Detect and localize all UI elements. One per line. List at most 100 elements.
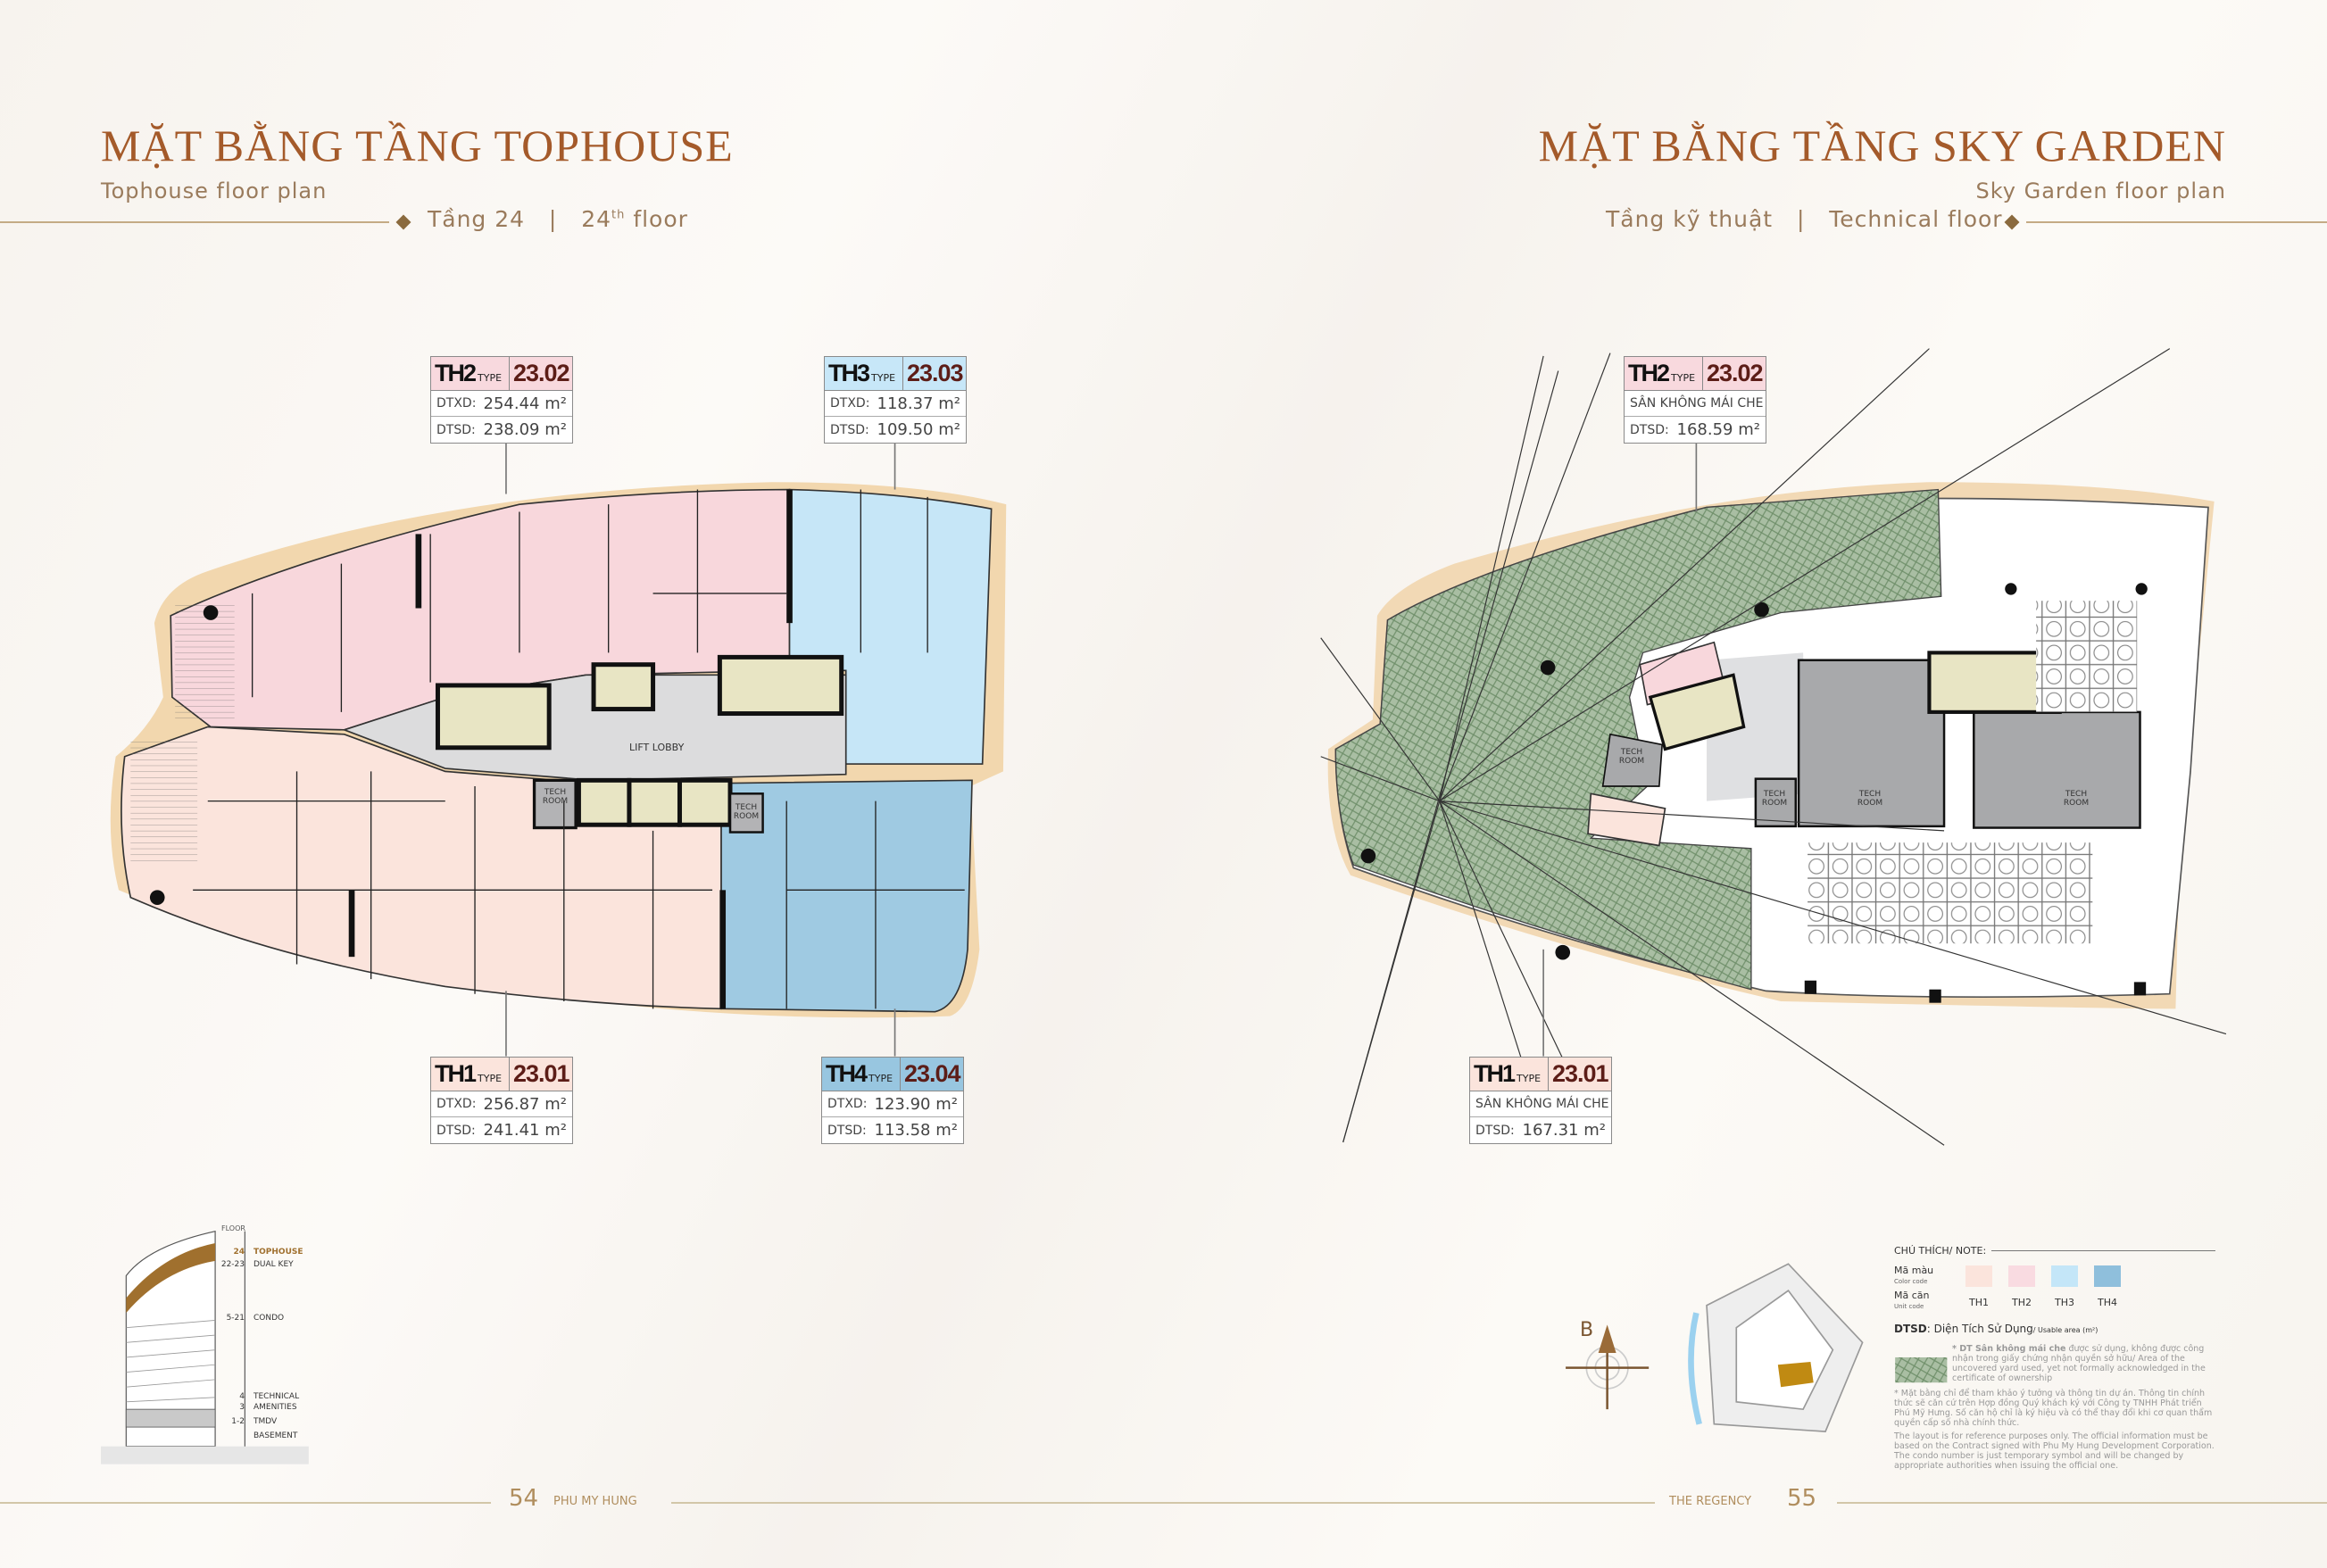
tophouse-highlight: [126, 1242, 216, 1314]
footer-rule: [0, 1502, 491, 1504]
disclaimer-vi: * Mặt bằng chỉ để tham khảo ý tưởng và t…: [1894, 1389, 2213, 1428]
floor-vi: Tầng 24: [428, 206, 526, 232]
balcony: [175, 601, 235, 720]
dtxd-label: DTXD:: [827, 1097, 868, 1111]
left-page-number: 54: [509, 1485, 539, 1512]
lift: [677, 777, 733, 827]
dtsd-value: 113.58 m²: [874, 1121, 958, 1140]
lift: [576, 777, 632, 827]
header-rule: [2026, 221, 2327, 223]
left-page-subtitle: Tophouse floor plan: [101, 178, 328, 203]
separator: |: [548, 206, 558, 232]
dtsd-vi: : Diện Tích Sử Dụng: [1926, 1323, 2033, 1335]
tech-room-label: TECH ROOM: [542, 788, 569, 806]
level-row: 5-21 CONDO: [214, 1314, 330, 1392]
unit-code-vi: Mã căn: [1894, 1290, 1930, 1301]
dtsd-label: DTSD:: [436, 422, 476, 437]
compass-label: B: [1580, 1319, 1594, 1341]
columns: [149, 489, 793, 1009]
dtsd-label: DTSD:: [1630, 422, 1669, 437]
separator: |: [1796, 206, 1806, 232]
unit-number: 23.02: [1707, 360, 1764, 386]
project-location-marker: [1777, 1361, 1814, 1388]
columns: [1360, 583, 2148, 1003]
unit-code-en: Unit code: [1894, 1303, 1924, 1310]
unit-th3-area: [788, 488, 993, 765]
right-page-number: 55: [1787, 1485, 1817, 1512]
dtsd-label: DTSD:: [830, 422, 869, 437]
yard-note-text: được sử dụng, không được công nhận trong…: [1952, 1344, 2206, 1383]
tech-room-area: [1754, 777, 1798, 828]
unit-code: TH3: [828, 360, 870, 386]
yard-note: * DT Sân không mái che được sử dụng, khô…: [1952, 1344, 2215, 1383]
uncovered-yard-hatched: [1334, 488, 1942, 991]
level-floors: 22-23: [220, 1260, 245, 1269]
floor-en: Technical floor: [1829, 206, 2003, 232]
swatch: [2094, 1265, 2121, 1287]
type-label: TYPE: [478, 1073, 503, 1084]
legend-rule: [1991, 1250, 2215, 1251]
level-name: CONDO: [253, 1314, 285, 1323]
uncovered-yard-label: SÂN KHÔNG MÁI CHE: [1630, 396, 1764, 411]
disclaimer-en: The layout is for reference purposes onl…: [1894, 1431, 2215, 1471]
swatch-code: TH4: [2098, 1297, 2117, 1308]
color-code-vi: Mã màu: [1894, 1265, 1934, 1276]
footer-rule: [1837, 1502, 2327, 1504]
dtxd-value: 118.37 m²: [877, 394, 960, 413]
left-footer-text: PHU MY HUNG: [553, 1495, 637, 1508]
unit-code: TH4: [826, 1060, 868, 1087]
level-name: TMDV: [253, 1417, 278, 1426]
unit-th4-area: [720, 779, 973, 1013]
floor-header: FLOOR: [221, 1224, 245, 1232]
dtxd-label: DTXD:: [436, 1097, 477, 1111]
level-name: DUAL KEY: [253, 1260, 294, 1269]
type-label: TYPE: [871, 372, 896, 384]
tech-room-label: TECH ROOM: [1761, 790, 1788, 808]
swatch-code: TH2: [2012, 1297, 2032, 1308]
tech-room: [532, 778, 578, 830]
unit-code: TH2: [435, 360, 477, 386]
legend-heading-row: CHÚ THÍCH/ NOTE:: [1894, 1245, 2215, 1257]
tech-room-label: TECH ROOM: [733, 803, 760, 821]
unit-code: TH1: [1474, 1060, 1516, 1087]
left-floor-label: Tầng 24 | 24th floor: [428, 206, 688, 232]
swatch: [2051, 1265, 2078, 1287]
swatch-code: TH3: [2055, 1297, 2074, 1308]
legend-swatch-th3: TH3: [2051, 1265, 2078, 1312]
dtxd-value: 254.44 m²: [483, 394, 567, 413]
legend-swatch-th1: TH1: [1965, 1265, 1992, 1312]
right-page-title: MẶT BẰNG TẦNG SKY GARDEN: [1538, 120, 2226, 170]
legend-swatch-th4: TH4: [2094, 1265, 2121, 1312]
unit-code: TH2: [1628, 360, 1670, 386]
floor-en-sup: th: [611, 208, 626, 222]
dtsd-label: DTSD:: [1475, 1123, 1515, 1138]
dtsd-definition: DTSD: Diện Tích Sử Dụng/ Usable area (m²…: [1894, 1323, 2215, 1335]
right-floor-label: Tầng kỹ thuật | Technical floor: [1606, 206, 2003, 232]
level-floors: 5-21: [226, 1314, 245, 1323]
tech-room-area: [1601, 733, 1664, 787]
level-floors: [214, 1431, 245, 1444]
dtxd-value: 256.87 m²: [483, 1094, 567, 1114]
fan-grid: [1808, 842, 2093, 944]
color-code-en: Color code: [1894, 1278, 1928, 1285]
dtsd-label: DTSD:: [436, 1123, 476, 1138]
legend-hatch-swatch: [1895, 1356, 1948, 1383]
legend-codes: Mã màu Color code Mã căn Unit code TH1 T…: [1894, 1265, 2215, 1312]
swatch: [1965, 1265, 1992, 1287]
tech-room: [728, 792, 764, 834]
dtsd-value: 168.59 m²: [1676, 420, 1760, 439]
unit-code: TH1: [435, 1060, 477, 1087]
legend: CHÚ THÍCH/ NOTE: Mã màu Color code Mã că…: [1894, 1245, 2215, 1471]
th1-stair: [1587, 792, 1666, 847]
floor-en-word: floor: [633, 206, 688, 232]
legend-heading: CHÚ THÍCH/ NOTE:: [1894, 1245, 1987, 1257]
type-label: TYPE: [1671, 372, 1696, 384]
right-page-subtitle: Sky Garden floor plan: [1975, 178, 2226, 203]
